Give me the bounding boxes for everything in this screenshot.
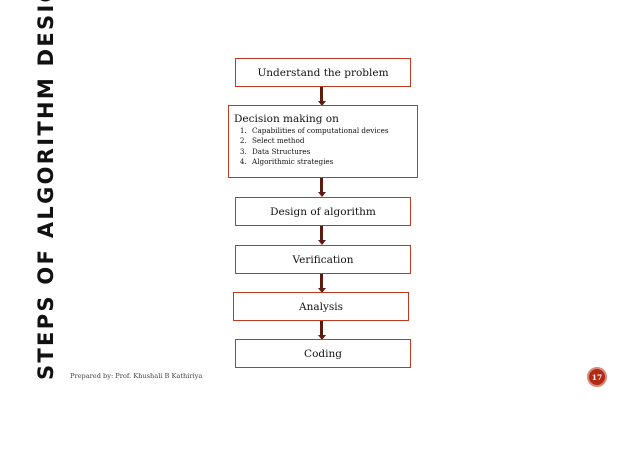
footer-credit: Prepared by: Prof. Khushali B Kathiriya (70, 372, 203, 380)
decision-item: Capabilities of computational devices (249, 126, 417, 136)
decision-list: Capabilities of computational devices Se… (234, 126, 417, 167)
decision-item: Data Structures (249, 147, 417, 157)
step-coding: Coding (235, 339, 411, 368)
step-understand-problem: Understand the problem (235, 58, 411, 87)
slide-title: STEPS OF ALGORITHM DESIGN (34, 0, 58, 380)
decision-item: Select method (249, 136, 417, 146)
arrow-2 (317, 178, 326, 197)
arrow-3 (317, 226, 326, 245)
step-decision-making: Decision making on Capabilities of compu… (228, 105, 418, 178)
arrow-4 (317, 274, 326, 293)
decision-heading: Decision making on (234, 113, 339, 125)
arrow-1 (317, 87, 326, 106)
page-number-badge: 17 (587, 367, 607, 387)
step-verification: Verification (235, 245, 411, 274)
step-design-algorithm: Design of algorithm (235, 197, 411, 226)
step-analysis: Analysis (233, 292, 409, 321)
decision-item: Algorithmic strategies (249, 157, 417, 167)
arrow-5 (317, 321, 326, 340)
